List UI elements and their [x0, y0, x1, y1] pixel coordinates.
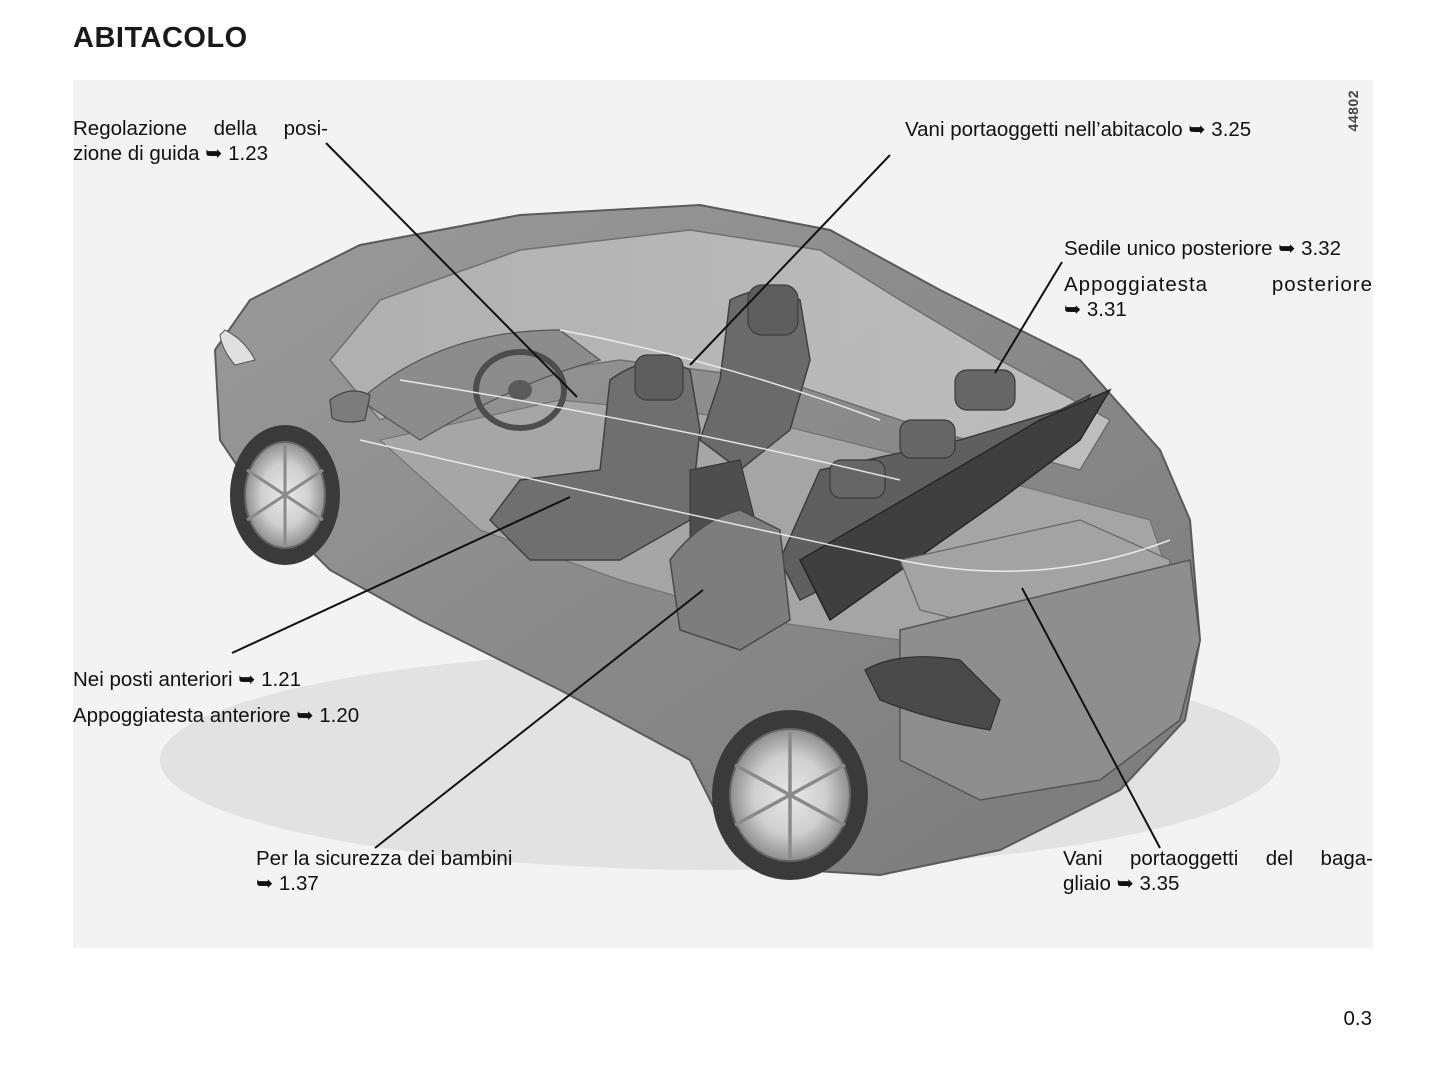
label-rear-headrest-ref: ➥ 3.31: [1064, 297, 1127, 322]
leader-storage-cabin: [689, 154, 891, 366]
label-rear-headrest: Appoggiatesta posteriore: [1064, 273, 1373, 296]
rear-hatch: [899, 559, 1201, 801]
rear-headrest-2: [899, 419, 956, 459]
arrow-icon: ➥: [1188, 118, 1206, 141]
page-reference[interactable]: 1.20: [319, 704, 360, 727]
tail-light: [864, 656, 1001, 731]
label-driving-position: Regolazione della posi-: [73, 116, 328, 141]
page-reference[interactable]: 3.25: [1211, 118, 1252, 141]
page-reference[interactable]: 3.35: [1139, 872, 1180, 895]
label-front-headrest: Appoggiatesta anteriore ➥ 1.20: [73, 704, 360, 727]
steering-wheel: [473, 349, 567, 431]
page-reference[interactable]: 1.37: [278, 872, 319, 895]
leader-boot-storage: [1021, 587, 1161, 849]
label-child-safety: Per la sicurezza dei bambini ➥ 1.37: [256, 847, 513, 895]
arrow-icon: ➥: [238, 668, 256, 691]
page-number: 0.3: [1343, 1007, 1373, 1030]
side-mirror: [329, 390, 371, 423]
child-seat: [669, 509, 791, 651]
leader-child-safety: [374, 589, 704, 849]
leader-driving-position: [325, 142, 578, 398]
label-front-seats: Nei posti anteriori ➥ 1.21: [73, 668, 302, 691]
label-boot-storage-line2: gliaio ➥ 3.35: [1063, 872, 1180, 895]
rear-headrest-3: [829, 459, 886, 499]
label-line: Regolazione della posi-: [73, 117, 328, 140]
arrow-icon: ➥: [296, 704, 314, 727]
front-headrest: [747, 284, 799, 336]
arrow-icon: ➥: [1064, 298, 1082, 321]
page-reference[interactable]: 3.32: [1301, 237, 1342, 260]
label-boot-storage: Vani portaoggetti del baga-: [1063, 847, 1373, 870]
label-driving-position-line2: zione di guida ➥ 1.23: [73, 142, 269, 165]
leader-lines: [231, 142, 1161, 849]
page-reference[interactable]: 1.21: [261, 668, 302, 691]
headlight: [219, 329, 256, 366]
leader-rear-bench: [994, 261, 1063, 374]
rear-headrest-1: [954, 369, 1016, 411]
leader-front-seats: [231, 496, 571, 654]
figure-code: 44802: [1345, 90, 1361, 132]
arrow-icon: ➥: [205, 142, 223, 165]
label-rear-bench: Sedile unico posteriore ➥ 3.32: [1064, 237, 1342, 260]
arrow-icon: ➥: [1278, 237, 1296, 260]
arrow-icon: ➥: [1116, 872, 1134, 895]
label-storage-cabin: Vani portaoggetti nell’abitacolo ➥ 3.25: [905, 118, 1252, 141]
arrow-icon: ➥: [256, 872, 274, 895]
page-reference[interactable]: 3.31: [1086, 298, 1127, 321]
rear-seatback: [799, 388, 1112, 622]
page-reference[interactable]: 1.23: [228, 142, 269, 165]
page-title: ABITACOLO: [73, 22, 248, 54]
